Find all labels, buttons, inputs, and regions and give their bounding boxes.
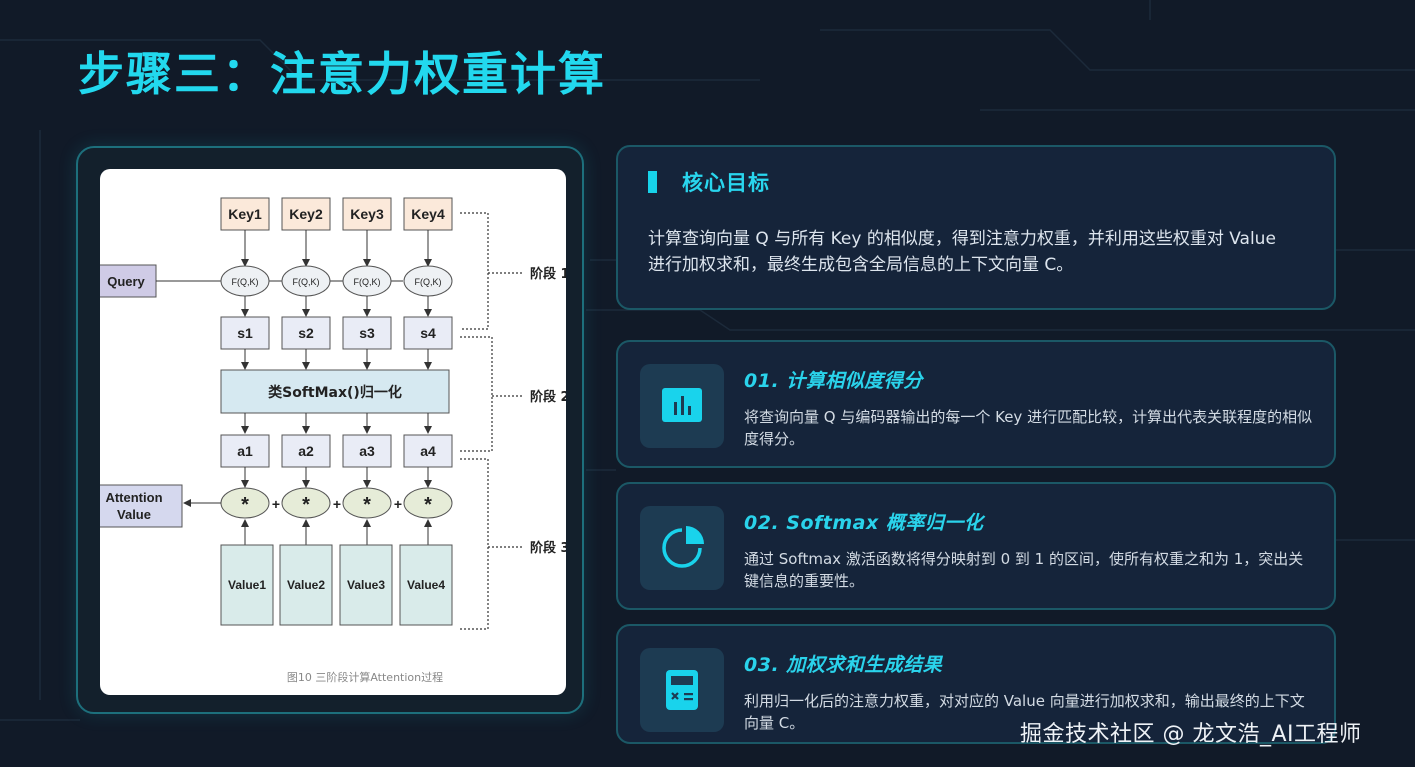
weight-label: a4	[420, 443, 436, 459]
key-box	[403, 197, 453, 231]
stage-label: 阶段 2	[530, 389, 566, 405]
softmax-label: 类SoftMax()归一化	[268, 384, 402, 401]
weight-box	[342, 434, 392, 468]
multiply-node	[403, 487, 453, 519]
score-box	[281, 316, 331, 350]
value-row: Value1 Value2 Value3 Value4	[220, 544, 453, 626]
weight-box	[220, 434, 270, 468]
key-to-f-arrows	[241, 230, 432, 267]
attention-diagram: Key1 Key2 Key3 Key4 Query	[100, 197, 566, 684]
watermark: 掘金技术社区 @ 龙文浩_AI工程师	[1020, 722, 1362, 747]
value-label: Value4	[407, 578, 445, 592]
query-box	[100, 264, 157, 298]
multiply-row: * * * * + + +	[220, 487, 453, 519]
f-label: F(Q,K)	[232, 277, 259, 287]
key-box	[220, 197, 270, 231]
plus-symbol: +	[272, 496, 280, 512]
step-card-2: 02. Softmax 概率归一化 通过 Softmax 激活函数将得分映射到 …	[616, 482, 1336, 610]
step-icon-box	[640, 648, 724, 732]
stage-label: 阶段 3	[530, 540, 566, 556]
attention-value-label: Value	[117, 507, 151, 522]
key-label: Key3	[350, 206, 384, 222]
multiply-symbol: *	[241, 494, 249, 516]
value-label: Value3	[347, 578, 385, 592]
f-label: F(Q,K)	[354, 277, 381, 287]
softmax-to-a-arrows	[241, 413, 432, 434]
multiply-symbol: *	[424, 494, 432, 516]
weight-label: a2	[298, 443, 314, 459]
score-label: s2	[298, 325, 314, 341]
value-to-multiply-arrows	[241, 519, 432, 545]
s-to-softmax-arrows	[241, 349, 432, 370]
attention-value-label: Attention	[105, 490, 162, 505]
value-label: Value1	[228, 578, 266, 592]
value-label: Value2	[287, 578, 325, 592]
score-box	[342, 316, 392, 350]
stage-label: 阶段 1	[530, 266, 566, 282]
value-box	[220, 544, 274, 626]
multiply-symbol: *	[302, 494, 310, 516]
value-box	[339, 544, 393, 626]
weight-label: a1	[237, 443, 253, 459]
plus-symbol: +	[394, 496, 402, 512]
key-label: Key1	[228, 206, 262, 222]
score-box	[220, 316, 270, 350]
step-icon-box	[640, 506, 724, 590]
score-box	[403, 316, 453, 350]
plus-symbol: +	[333, 496, 341, 512]
key-label: Key2	[289, 206, 323, 222]
goal-accent-bar	[648, 171, 657, 193]
query-label: Query	[107, 274, 145, 289]
step-description: 通过 Softmax 激活函数将得分映射到 0 到 1 的区间，使所有权重之和为…	[744, 550, 1304, 590]
value-box	[399, 544, 453, 626]
step-title: 01. 计算相似度得分	[744, 370, 923, 392]
f-label: F(Q,K)	[293, 277, 320, 287]
attention-diagram-figure: Key1 Key2 Key3 Key4 Query	[100, 169, 566, 695]
similarity-functions: F(Q,K) F(Q,K) F(Q,K) F(Q,K)	[220, 265, 453, 297]
goal-title: 核心目标	[682, 171, 770, 195]
step-description: 将查询向量 Q 与编码器输出的每一个 Key 进行匹配比较，计算出代表关联程度的…	[744, 408, 1313, 448]
bar-chart-icon	[662, 388, 702, 422]
core-goal-card: 核心目标 计算查询向量 Q 与所有 Key 的相似度，得到注意力权重，并利用这些…	[616, 145, 1336, 310]
weight-box	[281, 434, 331, 468]
key-box	[281, 197, 331, 231]
f-to-s-arrows	[241, 296, 432, 317]
score-label: s3	[359, 325, 375, 341]
score-label: s1	[237, 325, 253, 341]
score-row: s1 s2 s3 s4	[220, 316, 453, 350]
step-title: 02. Softmax 概率归一化	[744, 512, 984, 534]
step-card-1: 01. 计算相似度得分 将查询向量 Q 与编码器输出的每一个 Key 进行匹配比…	[616, 340, 1336, 468]
step-icon-box	[640, 364, 724, 448]
value-box	[279, 544, 333, 626]
multiply-node	[342, 487, 392, 519]
softmax-box	[220, 369, 450, 414]
multiply-node	[281, 487, 331, 519]
step-description: 利用归一化后的注意力权重，对对应的 Value 向量进行加权求和，输出最终的上下…	[744, 692, 1305, 732]
pie-chart-icon	[662, 526, 704, 568]
multiply-symbol: *	[363, 494, 371, 516]
key-label: Key4	[411, 206, 445, 222]
step-card-3: 03. 加权求和生成结果 利用归一化后的注意力权重，对对应的 Value 向量进…	[616, 624, 1336, 744]
stage-brackets	[460, 212, 522, 630]
key-box	[342, 197, 392, 231]
weight-label: a3	[359, 443, 375, 459]
attention-value-box	[100, 484, 183, 528]
score-label: s4	[420, 325, 436, 341]
f-label: F(Q,K)	[415, 277, 442, 287]
a-to-multiply-arrows	[241, 467, 432, 488]
weight-row: a1 a2 a3 a4	[220, 434, 453, 468]
figure-caption: 图10 三阶段计算Attention过程	[287, 670, 443, 684]
calculator-icon	[666, 670, 698, 710]
weight-box	[403, 434, 453, 468]
key-row: Key1 Key2 Key3 Key4	[220, 197, 453, 231]
page-title: 步骤三：注意力权重计算	[78, 47, 606, 101]
figure-panel: Key1 Key2 Key3 Key4 Query	[76, 146, 584, 714]
step-title: 03. 加权求和生成结果	[744, 654, 943, 676]
goal-text: 计算查询向量 Q 与所有 Key 的相似度，得到注意力权重，并利用这些权重对 V…	[648, 229, 1276, 275]
